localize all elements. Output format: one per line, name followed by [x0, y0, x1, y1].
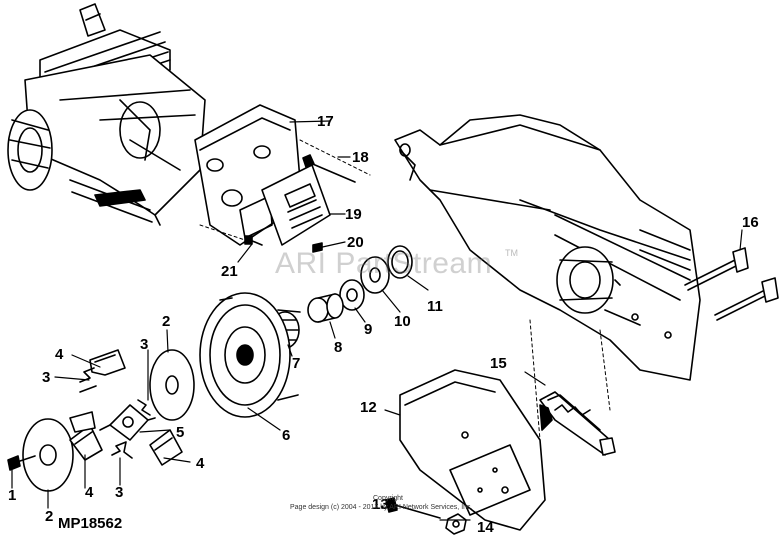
- callout-15[interactable]: 15: [490, 355, 507, 372]
- callout-2[interactable]: 2: [162, 313, 171, 330]
- copyright-label: Copyright: [373, 495, 403, 502]
- leader-lines: [11, 120, 743, 521]
- callout-19[interactable]: 19: [345, 206, 362, 223]
- callout-12[interactable]: 12: [360, 399, 377, 416]
- callout-9[interactable]: 9: [364, 321, 373, 338]
- callout-16[interactable]: 16: [742, 214, 759, 231]
- callout-7[interactable]: 7: [292, 355, 301, 372]
- figure-id: MP18562: [58, 515, 123, 532]
- copyright-notice: Page design (c) 2004 - 2017 by ARI Netwo…: [290, 504, 473, 511]
- callout-17[interactable]: 17: [317, 113, 334, 130]
- callout-8[interactable]: 8: [334, 339, 343, 356]
- callout-5[interactable]: 5: [176, 424, 185, 441]
- engine-housing: [394, 114, 701, 381]
- callout-4[interactable]: 4: [55, 346, 64, 363]
- callout-2[interactable]: 2: [45, 508, 54, 525]
- callout-10[interactable]: 10: [394, 313, 411, 330]
- watermark-trademark: TM: [505, 248, 518, 258]
- callout-11[interactable]: 11: [427, 298, 443, 315]
- clutch-drum-assembly: [199, 245, 413, 418]
- sprocket-cover-assembly: [385, 369, 616, 535]
- callout-13[interactable]: 13: [372, 496, 389, 513]
- watermark: ARI PartStream: [275, 247, 493, 280]
- callout-20[interactable]: 20: [347, 234, 364, 251]
- callout-21[interactable]: 21: [221, 263, 238, 280]
- callout-6[interactable]: 6: [282, 427, 291, 444]
- callout-18[interactable]: 18: [352, 149, 369, 166]
- bolts: [684, 247, 779, 321]
- callout-14[interactable]: 14: [477, 519, 494, 536]
- callout-4[interactable]: 4: [85, 484, 94, 501]
- callout-3[interactable]: 3: [42, 369, 51, 386]
- clutch-shoe-assembly: [7, 349, 195, 492]
- callout-3[interactable]: 3: [115, 484, 124, 501]
- callout-3[interactable]: 3: [140, 336, 149, 353]
- callout-4[interactable]: 4: [196, 455, 205, 472]
- engine-assembly: [7, 3, 206, 226]
- muffler-assembly: [194, 104, 371, 253]
- callout-1[interactable]: 1: [8, 487, 17, 504]
